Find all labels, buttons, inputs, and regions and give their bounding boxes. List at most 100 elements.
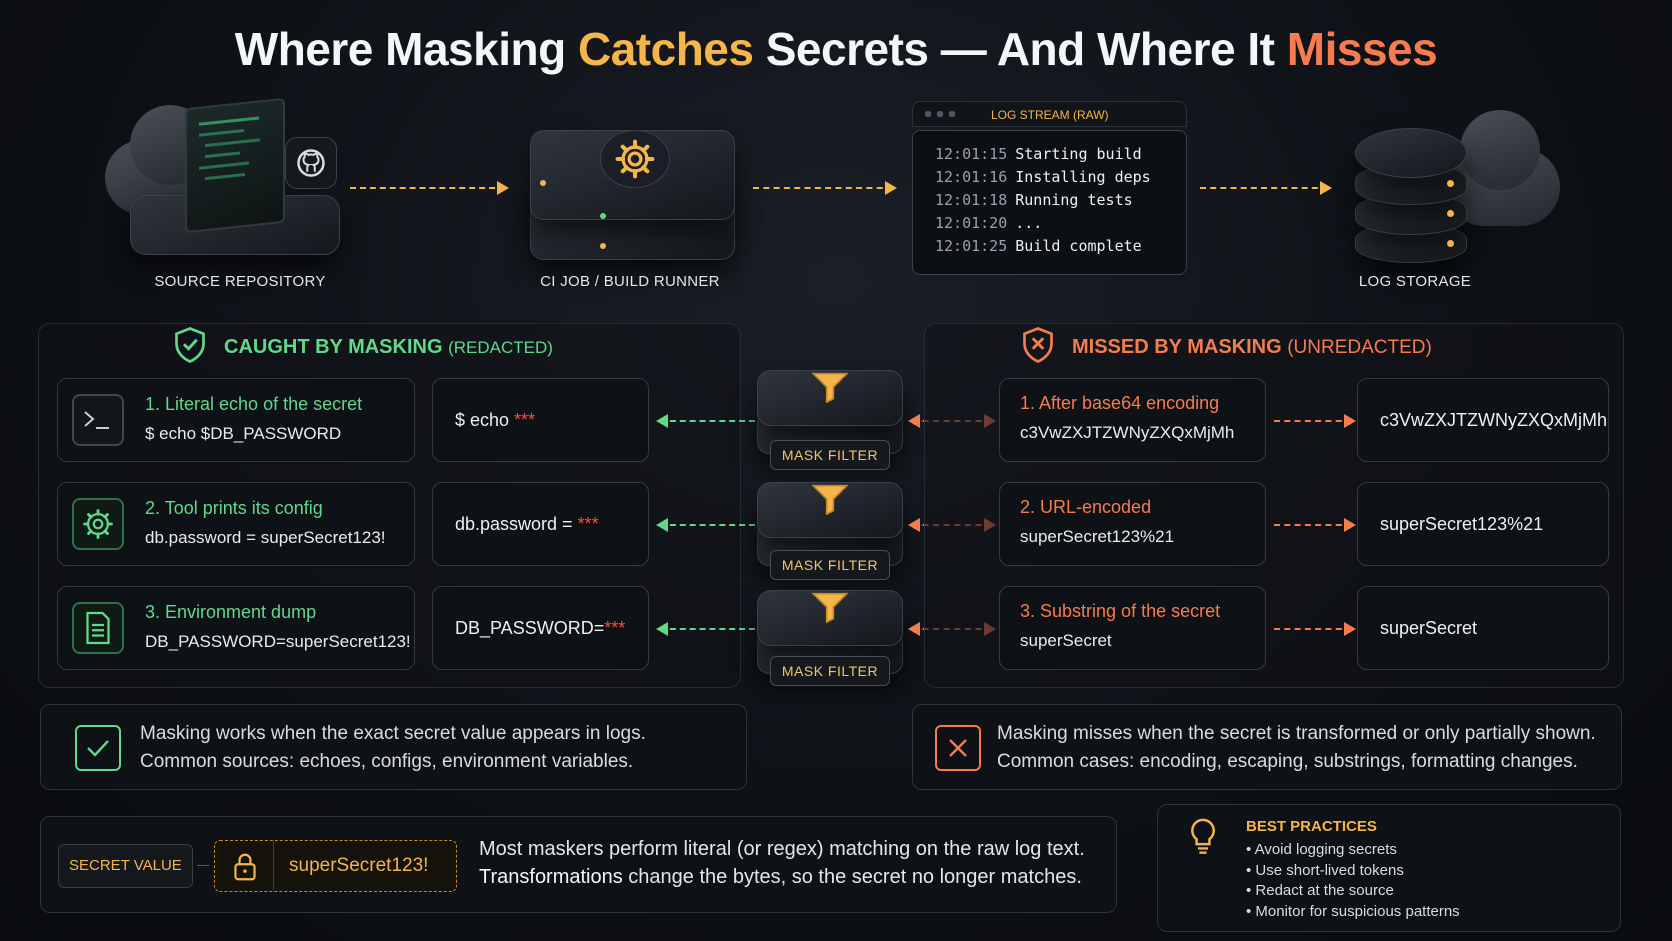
flow-arrow xyxy=(350,181,509,195)
note-line: Common cases: encoding, escaping, substr… xyxy=(997,751,1578,772)
missed-title: 1. After base64 encoding xyxy=(1020,393,1220,413)
title-highlight-catches: Catches xyxy=(577,23,754,75)
missed-title: 3. Substring of the secret xyxy=(1020,601,1221,621)
caught-heading: CAUGHT BY MASKING (REDACTED) xyxy=(224,336,553,358)
funnel-icon xyxy=(810,370,850,409)
best-practice-item: • Avoid logging secrets xyxy=(1246,841,1397,858)
caught-card-literal-echo: 1. Literal echo of the secret $ echo $DB… xyxy=(57,378,415,462)
x-icon xyxy=(935,725,981,771)
window-dots-icon xyxy=(925,111,961,117)
arrow-to-redacted xyxy=(656,518,755,532)
lock-icon xyxy=(231,852,259,887)
secret-value-label: SECRET VALUE xyxy=(58,844,193,888)
build-runner-node xyxy=(525,105,740,270)
caught-title: 3. Environment dump xyxy=(145,602,317,622)
arrow-to-redacted xyxy=(656,622,755,636)
mask-filter-label: MASK FILTER xyxy=(770,550,890,580)
caught-example: DB_PASSWORD=superSecret123! xyxy=(145,632,411,651)
result-text: c3VwZXJTZWNyZXQxMjMh xyxy=(1380,409,1607,430)
result-text: DB_PASSWORD=*** xyxy=(455,617,626,638)
missed-title: 2. URL-encoded xyxy=(1020,497,1152,517)
secret-value-text: superSecret123! xyxy=(289,855,429,876)
log-stream-title: LOG STREAM (RAW) xyxy=(991,108,1109,122)
missed-card-url-encoded: 2. URL-encoded superSecret123%21 xyxy=(999,482,1266,566)
funnel-icon xyxy=(810,590,850,629)
lightbulb-icon xyxy=(1188,817,1218,862)
terminal-icon xyxy=(72,394,124,446)
mask-filter-label: MASK FILTER xyxy=(770,440,890,470)
result-text: db.password = *** xyxy=(455,513,599,534)
result-text: superSecret123%21 xyxy=(1380,513,1544,534)
title-part: Secrets — And Where It xyxy=(753,23,1287,75)
github-icon xyxy=(285,137,337,189)
caught-example: db.password = superSecret123! xyxy=(145,528,386,547)
caught-card-config: 2. Tool prints its config db.password = … xyxy=(57,482,415,566)
check-icon xyxy=(75,725,121,771)
caught-title: 1. Literal echo of the secret xyxy=(145,394,363,414)
missed-example: superSecret xyxy=(1020,631,1112,650)
gear-icon xyxy=(600,130,670,188)
title-part: Where Masking xyxy=(234,23,578,75)
log-storage-node xyxy=(1345,108,1565,268)
missed-result-card: c3VwZXJTZWNyZXQxMjMh xyxy=(1357,378,1609,462)
log-storage-label: LOG STORAGE xyxy=(1358,273,1472,290)
note-line: Common sources: echoes, configs, environ… xyxy=(140,751,634,772)
shield-check-icon xyxy=(172,325,208,370)
result-text: superSecret xyxy=(1380,617,1478,638)
source-repository-node xyxy=(100,95,360,265)
mask-asterisks: *** xyxy=(604,617,626,638)
gear-icon xyxy=(72,498,124,550)
result-text: $ echo *** xyxy=(455,409,536,430)
secret-value-panel: SECRET VALUE superSecret123! Most masker… xyxy=(40,816,1117,913)
best-practice-item: • Monitor for suspicious patterns xyxy=(1246,902,1460,920)
caught-result-card: $ echo *** xyxy=(432,378,649,462)
mask-filter-node: MASK FILTER xyxy=(755,358,905,470)
log-line: 12:01:20... xyxy=(935,214,1043,232)
caught-result-card: db.password = *** xyxy=(432,482,649,566)
missed-card-substring: 3. Substring of the secret superSecret xyxy=(999,586,1266,670)
arrow-to-unredacted xyxy=(1274,622,1356,636)
secret-value-box: superSecret123! xyxy=(214,840,457,892)
funnel-icon xyxy=(810,482,850,521)
build-runner-label: CI JOB / BUILD RUNNER xyxy=(540,273,720,290)
best-practice-item: • Redact at the source xyxy=(1246,882,1394,899)
arrow-to-redacted xyxy=(656,414,755,428)
masking-misses-note: Masking misses when the secret is transf… xyxy=(912,704,1622,790)
missed-heading: MISSED BY MASKING (UNREDACTED) xyxy=(1072,336,1432,358)
arrow-to-unredacted xyxy=(1274,414,1356,428)
best-practices-heading: BEST PRACTICES xyxy=(1246,818,1377,835)
mask-filter-node: MASK FILTER xyxy=(755,470,905,582)
caught-example: $ echo $DB_PASSWORD xyxy=(145,424,342,443)
source-repository-label: SOURCE REPOSITORY xyxy=(154,273,326,290)
mask-asterisks: *** xyxy=(577,513,599,534)
missed-result-card: superSecret xyxy=(1357,586,1609,670)
best-practices-panel: BEST PRACTICES • Avoid logging secrets •… xyxy=(1157,804,1621,932)
flow-arrow xyxy=(1200,181,1332,195)
shield-x-icon xyxy=(1020,325,1056,370)
note-line: Masking misses when the secret is transf… xyxy=(997,723,1596,744)
caught-result-card: DB_PASSWORD=*** xyxy=(432,586,649,670)
document-icon xyxy=(72,602,124,654)
explain-line: Transformations change the bytes, so the… xyxy=(479,866,1082,888)
database-icon xyxy=(1355,128,1467,263)
missed-card-base64: 1. After base64 encoding c3VwZXJTZWNyZXQ… xyxy=(999,378,1266,462)
code-screen-icon xyxy=(185,97,285,234)
explain-line: Most maskers perform literal (or regex) … xyxy=(479,838,1085,860)
title-highlight-misses: Misses xyxy=(1286,23,1438,75)
flow-arrow xyxy=(753,181,897,195)
mask-filter-node: MASK FILTER xyxy=(755,578,905,690)
caught-title: 2. Tool prints its config xyxy=(145,498,323,518)
best-practice-item: • Use short-lived tokens xyxy=(1246,861,1404,879)
missed-result-card: superSecret123%21 xyxy=(1357,482,1609,566)
missed-example: c3VwZXJTZWNyZXQxMjMh xyxy=(1020,423,1235,442)
page-title: Where Masking Catches Secrets — And Wher… xyxy=(0,22,1672,76)
masking-works-note: Masking works when the exact secret valu… xyxy=(40,704,747,790)
mask-asterisks: *** xyxy=(514,409,536,430)
note-line: Masking works when the exact secret valu… xyxy=(140,723,646,744)
arrow-to-unredacted xyxy=(1274,518,1356,532)
